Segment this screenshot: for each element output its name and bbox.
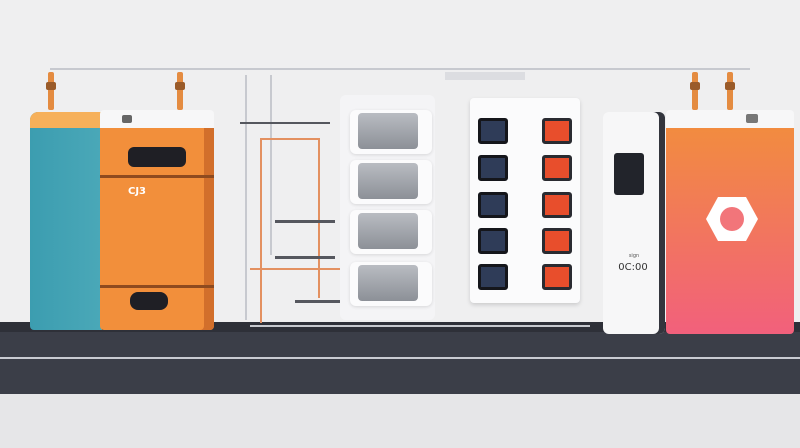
switch-icon <box>478 192 508 218</box>
antenna-icon <box>725 72 735 110</box>
battery-module <box>358 113 418 149</box>
switch-icon <box>478 228 508 254</box>
switch-icon <box>478 155 508 181</box>
pipe <box>275 220 335 223</box>
battery-module <box>358 163 418 199</box>
pipe <box>250 325 590 327</box>
antenna-icon <box>175 72 185 110</box>
switch-icon <box>542 192 572 218</box>
pipe <box>270 75 272 255</box>
display-value: 0C:00 <box>618 262 648 273</box>
teal-battery-cabinet <box>30 112 102 330</box>
pipe <box>275 256 335 259</box>
platform-stripe <box>0 357 800 359</box>
vent-icon <box>614 153 644 195</box>
white-control-unit <box>603 112 665 334</box>
ground <box>0 394 800 448</box>
pipe <box>295 300 345 303</box>
platform-edge <box>0 322 800 332</box>
battery-module <box>358 265 418 301</box>
battery-module <box>358 213 418 249</box>
antenna-icon <box>690 72 700 110</box>
cabinet-top <box>666 110 794 128</box>
display-caption: sign <box>628 253 640 259</box>
indicator-icon <box>122 115 132 123</box>
switch-icon <box>542 155 572 181</box>
cabinet-lid <box>30 112 102 128</box>
switch-icon <box>478 264 508 290</box>
switch-icon <box>478 118 508 144</box>
switch-icon <box>542 118 572 144</box>
panel-seam <box>100 285 214 288</box>
switch-icon <box>542 264 572 290</box>
button-icon <box>130 292 168 310</box>
pipe <box>240 122 330 124</box>
pipe <box>260 138 262 323</box>
top-wire <box>50 68 750 70</box>
pipe <box>245 75 247 320</box>
top-bar <box>445 72 525 80</box>
antenna-icon <box>46 72 56 110</box>
switch-icon <box>542 228 572 254</box>
pipe <box>250 268 340 270</box>
indicator-icon <box>746 114 758 123</box>
pipe <box>260 138 320 140</box>
pipe <box>318 138 320 298</box>
display-screen <box>128 147 186 167</box>
cabinet-top <box>100 110 214 128</box>
cabinet-label: CJ3 <box>128 186 147 197</box>
hexagon-nut-icon <box>706 197 758 241</box>
panel-seam <box>100 175 214 178</box>
